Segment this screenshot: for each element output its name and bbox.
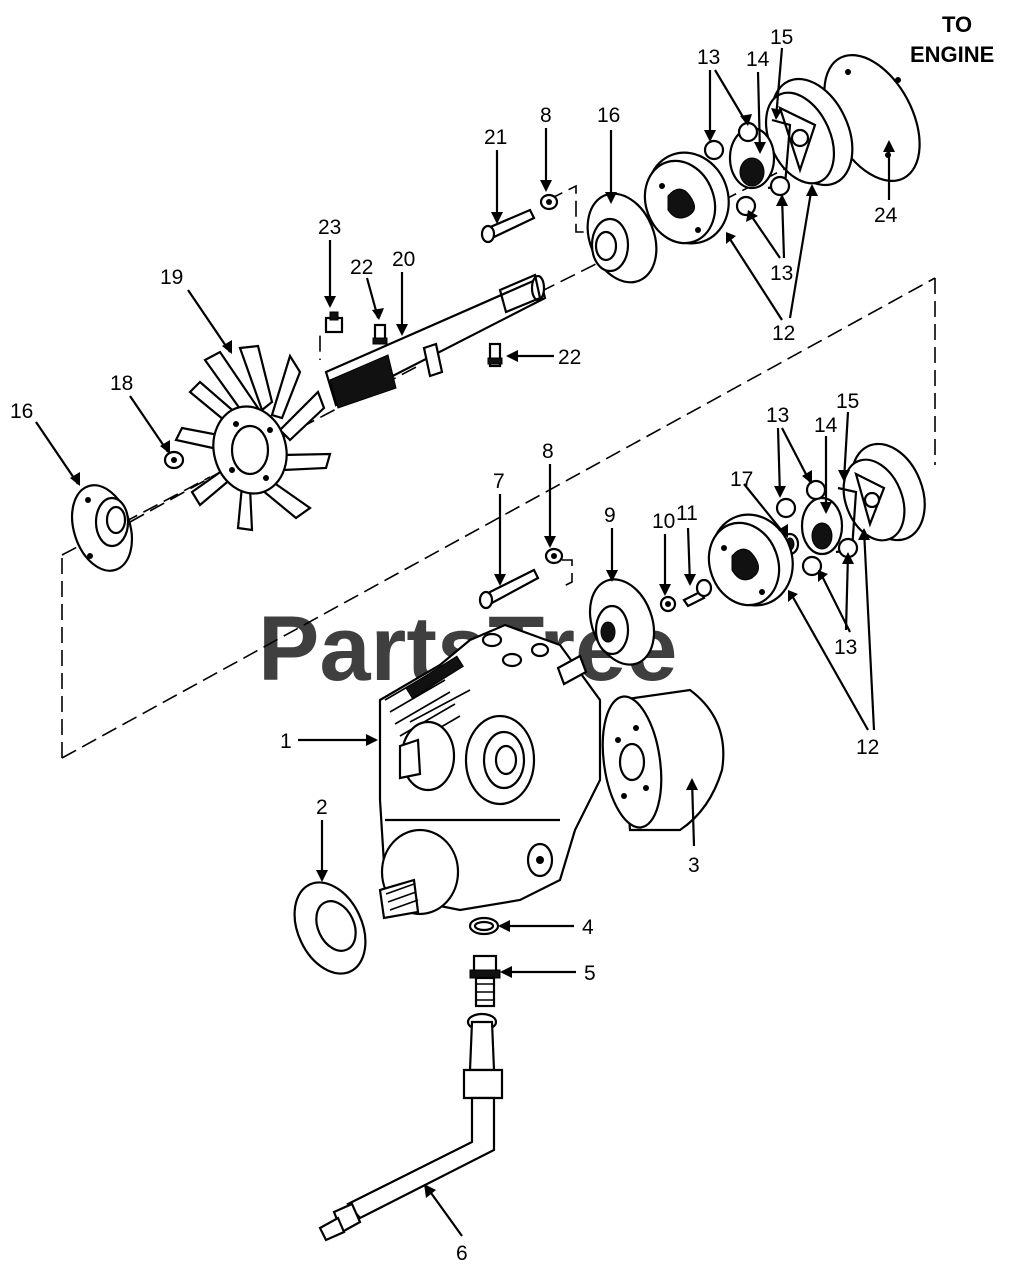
lower-bolt-7 — [478, 568, 540, 610]
callout-17: 17 — [730, 468, 753, 491]
dashed-assembly-lines — [61, 119, 936, 759]
callout-5: 5 — [584, 962, 596, 985]
callout-2: 2 — [316, 796, 328, 819]
callout-7: 7 — [493, 470, 505, 493]
upper-coupler-hub — [764, 77, 854, 187]
grease-fitting-22-right — [487, 342, 503, 368]
fitting-5 — [469, 954, 501, 1008]
to-engine-label-line2: ENGINE — [910, 42, 994, 67]
callout-12-lower: 12 — [856, 736, 879, 759]
callout-16-left: 16 — [10, 400, 33, 423]
callout-22-top: 22 — [350, 256, 373, 279]
callout-20: 20 — [392, 248, 415, 271]
callout-19: 19 — [160, 266, 183, 289]
hub-9 — [588, 578, 656, 666]
callout-6: 6 — [456, 1242, 468, 1265]
callout-16-upper: 16 — [597, 104, 620, 127]
callout-4: 4 — [582, 916, 594, 939]
callout-13b: 13 — [770, 262, 793, 285]
callout-9: 9 — [604, 504, 616, 527]
lower-spider-balls — [775, 479, 859, 577]
callout-24: 24 — [874, 204, 898, 227]
lower-coupling-disc — [707, 513, 794, 607]
grease-fitting-23 — [324, 311, 344, 334]
callout-13c: 13 — [766, 404, 789, 427]
callout-8-upper: 8 — [540, 104, 552, 127]
fan-19 — [174, 344, 332, 532]
callout-12-upper: 12 — [772, 322, 795, 345]
callout-labels: 13 14 15 24 13 12 16 8 21 23 22 20 19 22… — [10, 26, 898, 1265]
callout-18: 18 — [110, 372, 133, 395]
upper-washer-8 — [539, 193, 559, 211]
upper-flange — [586, 192, 658, 284]
washer-18 — [163, 450, 185, 470]
upper-spider-balls — [703, 121, 791, 217]
driveshaft-20 — [324, 273, 547, 409]
grease-fitting-22-top — [372, 323, 388, 345]
callout-14-lower: 14 — [814, 414, 838, 437]
left-flange-16 — [71, 484, 133, 572]
drain-tube-6 — [318, 1012, 504, 1242]
arrowheads — [70, 108, 895, 1198]
callout-13d: 13 — [834, 636, 857, 659]
callout-1: 1 — [280, 730, 292, 753]
upper-bolt-21 — [480, 208, 536, 244]
upper-coupling-disc — [643, 151, 730, 245]
callout-3: 3 — [688, 854, 700, 877]
callout-13a: 13 — [697, 46, 720, 69]
lower-washer-8 — [544, 547, 564, 565]
filter-3 — [601, 688, 725, 832]
o-ring-4 — [468, 916, 500, 936]
bolt-11 — [682, 578, 713, 608]
callout-8-lower: 8 — [542, 440, 554, 463]
to-engine-label-line1: TO — [942, 12, 972, 37]
leader-lines — [35, 47, 891, 1237]
callout-22-right: 22 — [558, 346, 581, 369]
callout-21: 21 — [484, 126, 507, 149]
lower-coupler-hub — [842, 442, 926, 542]
callout-14-upper: 14 — [746, 48, 770, 71]
callout-15-upper: 15 — [770, 26, 793, 49]
transmission-1 — [378, 623, 602, 920]
callout-23: 23 — [318, 216, 341, 239]
callout-11: 11 — [676, 502, 698, 525]
washer-10 — [659, 595, 677, 613]
callout-10: 10 — [652, 510, 675, 533]
callout-15-lower: 15 — [836, 390, 859, 413]
thrust-washer-2 — [293, 881, 367, 975]
